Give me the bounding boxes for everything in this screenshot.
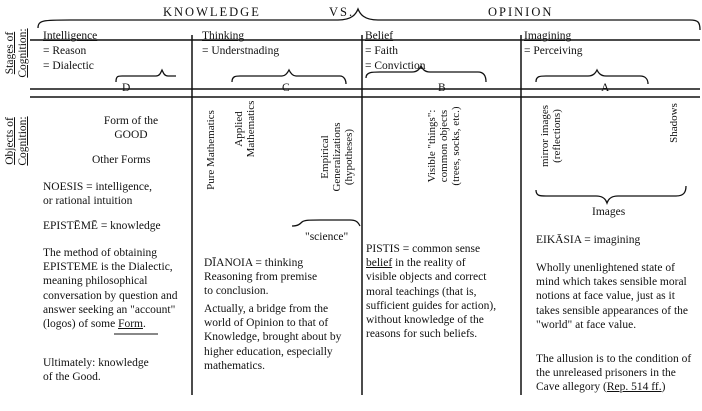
unenlightened-text: Wholly unenlightened state of mind which… — [536, 262, 688, 331]
cave-allegory-text: The allusion is to the condition of the … — [536, 353, 692, 394]
pistis-definition: PISTIS = common sense belief in the real… — [366, 243, 497, 341]
brace-b — [365, 64, 487, 83]
brace-images — [535, 185, 687, 206]
header-knowledge: KNOWLEDGE — [163, 5, 261, 19]
dianoia-definition: DĪANOIA = thinking Reasoning from premis… — [204, 257, 318, 297]
eikasia-definition: EIKĀSIA = imagining — [536, 234, 641, 246]
rep-reference: Rep. 514 ff. — [606, 381, 662, 394]
mirror-images-label: mirror images (reflections) — [539, 105, 563, 168]
header-opinion: OPINION — [488, 5, 554, 19]
visible-things-label: Visible "things": common objects (trees,… — [426, 106, 462, 186]
images-label: Images — [592, 206, 626, 218]
brace-d — [115, 68, 176, 83]
stage-belief: Belief = Faith = Conviction — [365, 30, 426, 72]
belief-underlined: belief — [366, 257, 393, 270]
column-label-d: D — [122, 82, 131, 94]
ultimately-knowledge-of-good: Ultimately: knowledge of the Good. — [43, 357, 149, 383]
noesis-definition: NOESIS = intelligence, or rational intui… — [43, 181, 153, 207]
episteme-definition: EPISTĒMĒ = knowledge — [43, 220, 161, 232]
column-label-a: A — [601, 82, 610, 94]
empirical-generalizations-label: Empirical Generalizations (hypotheses) — [319, 122, 355, 192]
science-label: "science" — [305, 231, 349, 243]
stages-of-cognition-label: Stages of Cognition: — [4, 28, 29, 78]
column-label-b: B — [438, 82, 446, 94]
brace-a — [535, 68, 649, 85]
pure-mathematics-label: Pure Mathematics — [205, 110, 217, 190]
column-label-c: C — [282, 82, 290, 94]
stage-thinking: Thinking = Understnading — [202, 30, 280, 57]
form-of-the-good: Form of the GOOD — [103, 115, 159, 141]
stage-intelligence: Intelligence = Reason = Dialectic — [43, 30, 98, 72]
objects-of-cognition-label: Objects of Cognition: — [4, 116, 29, 166]
form-underlined: Form — [118, 318, 143, 331]
applied-mathematics-label: Applied Mathematics — [233, 100, 257, 158]
other-forms: Other Forms — [92, 154, 151, 166]
header-vs: VS. — [329, 5, 355, 19]
brace-c — [231, 68, 347, 85]
shadows-label: Shadows — [668, 103, 680, 143]
dialectic-method-text: The method of obtaining EPISTEME is the … — [43, 247, 178, 331]
bridge-text: Actually, a bridge from the world of Opi… — [204, 303, 342, 372]
top-brace — [37, 7, 701, 31]
stage-imagining: Imagining = Perceiving — [524, 30, 583, 57]
brace-science — [291, 219, 361, 227]
